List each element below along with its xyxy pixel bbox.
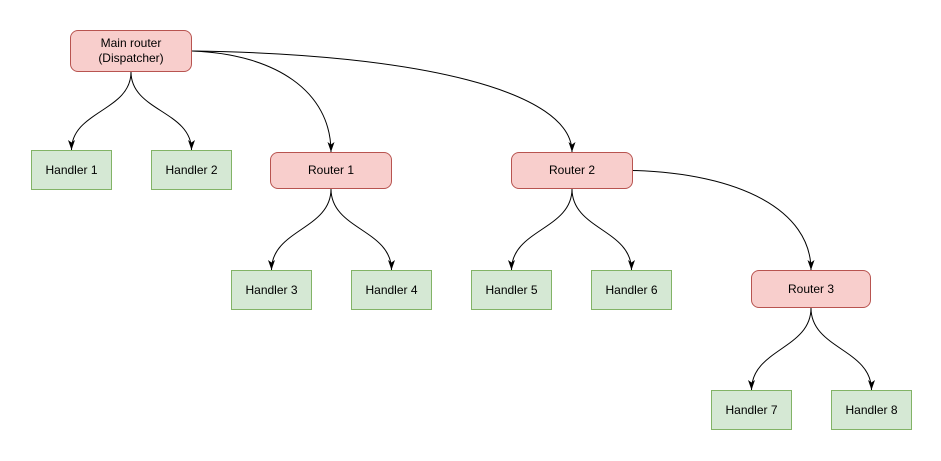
edge-router-2-to-handler-6 xyxy=(571,188,635,271)
edge-router-1-to-handler-3 xyxy=(268,188,332,271)
node-handler-4[interactable]: Handler 4 xyxy=(351,270,432,310)
edge-router-1-to-handler-4 xyxy=(330,188,395,271)
edge-router-2-to-router-3 xyxy=(632,170,815,271)
node-label: Handler 6 xyxy=(605,282,658,297)
node-main-router[interactable]: Main router(Dispatcher) xyxy=(70,30,192,72)
node-handler-5[interactable]: Handler 5 xyxy=(471,270,552,310)
node-label: Router 3 xyxy=(787,281,835,296)
node-label: Router 2 xyxy=(548,163,596,177)
node-label: (Dispatcher) xyxy=(98,51,164,65)
node-handler-3[interactable]: Handler 3 xyxy=(231,270,312,310)
node-router-1[interactable]: Router 1 xyxy=(270,152,392,189)
node-label: Router 1 xyxy=(307,163,355,177)
node-router-3[interactable]: Router 3 xyxy=(751,270,871,308)
edge-router-3-to-handler-7 xyxy=(748,307,812,391)
node-handler-2[interactable]: Handler 2 xyxy=(151,150,232,190)
node-label: Handler 8 xyxy=(845,402,898,417)
node-label: Handler 7 xyxy=(725,402,778,417)
node-label: Handler 2 xyxy=(165,162,218,177)
node-label: Handler 4 xyxy=(365,282,418,297)
edge-main-router-to-handler-2 xyxy=(130,71,195,151)
node-handler-6[interactable]: Handler 6 xyxy=(591,270,672,310)
node-label: Main router xyxy=(100,36,162,50)
edge-router-2-to-handler-5 xyxy=(508,188,573,271)
edge-main-router-to-handler-1 xyxy=(68,71,132,151)
node-router-2[interactable]: Router 2 xyxy=(511,152,633,189)
node-label: Handler 1 xyxy=(45,162,98,177)
edge-main-router-to-router-2 xyxy=(191,50,576,153)
node-handler-8[interactable]: Handler 8 xyxy=(831,390,912,430)
node-label: Handler 5 xyxy=(485,282,538,297)
node-handler-1[interactable]: Handler 1 xyxy=(31,150,112,190)
edge-main-router-to-router-1 xyxy=(191,50,335,153)
edge-router-3-to-handler-8 xyxy=(810,307,875,391)
node-handler-7[interactable]: Handler 7 xyxy=(711,390,792,430)
node-label: Handler 3 xyxy=(245,282,298,297)
